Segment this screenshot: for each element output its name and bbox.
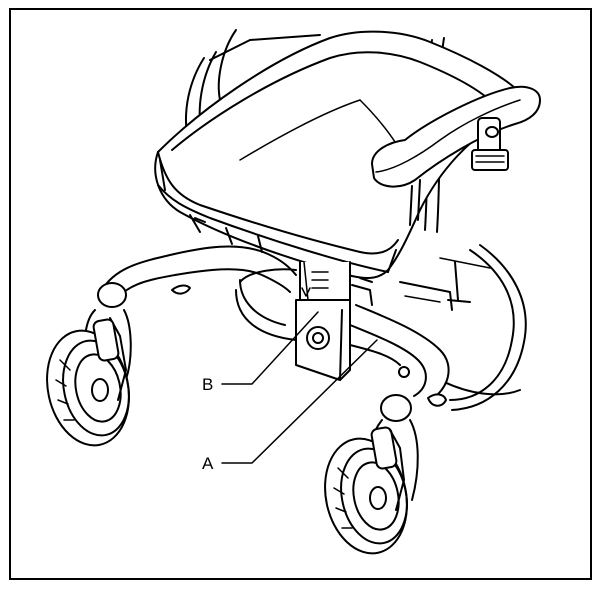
- left-caster-wheel: [46, 309, 132, 447]
- seat-cushion: [154, 30, 522, 279]
- callout-b-label: B: [202, 375, 213, 394]
- right-caster-arm: [349, 304, 450, 422]
- callout-b-leader: [221, 311, 319, 385]
- left-caster-arm: [97, 245, 297, 326]
- right-caster-wheel: [324, 419, 419, 555]
- armrest: [371, 85, 541, 226]
- under-seat-frame: [189, 214, 263, 253]
- gearbox: [235, 257, 491, 366]
- callout-a-leader: [221, 339, 378, 464]
- callout-leaders: [221, 311, 378, 464]
- center-bracket: [295, 261, 373, 381]
- callout-a-label: A: [202, 454, 214, 473]
- armrest-post: [471, 117, 509, 171]
